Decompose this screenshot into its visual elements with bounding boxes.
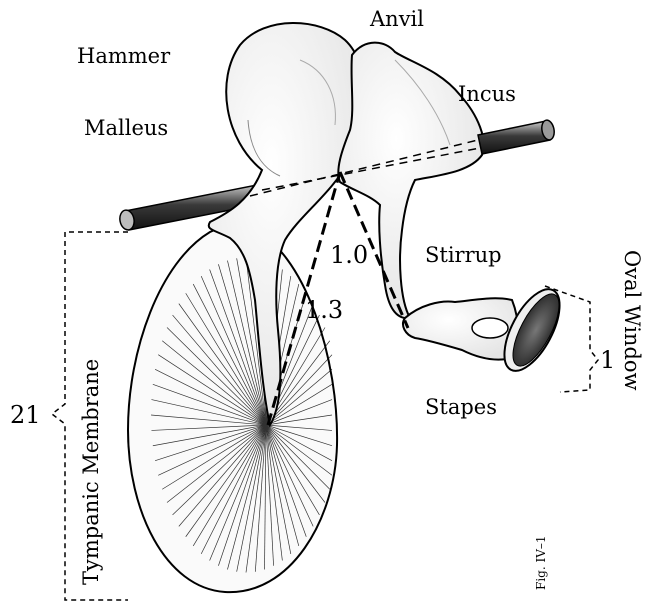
figure-caption: Fig. IV–1 [534,535,548,590]
ratio-lever-short: 1.0 [330,241,368,269]
stapes-bone [403,298,518,359]
label-oval-window: Oval Window [620,250,644,391]
ratio-membrane-area: 21 [10,401,41,429]
label-incus: Incus [458,82,516,106]
label-tympanic-membrane: Tympanic Membrane [79,359,103,585]
label-stirrup: Stirrup [425,243,502,267]
label-stapes: Stapes [425,395,497,419]
ratio-window-area: 1 [600,346,615,374]
label-malleus: Malleus [84,116,168,140]
label-anvil: Anvil [369,7,424,31]
ratio-lever-long: 1.3 [305,296,343,324]
tympanic-membrane [128,226,337,592]
axle-rod-right [478,119,556,154]
label-hammer: Hammer [77,44,171,68]
